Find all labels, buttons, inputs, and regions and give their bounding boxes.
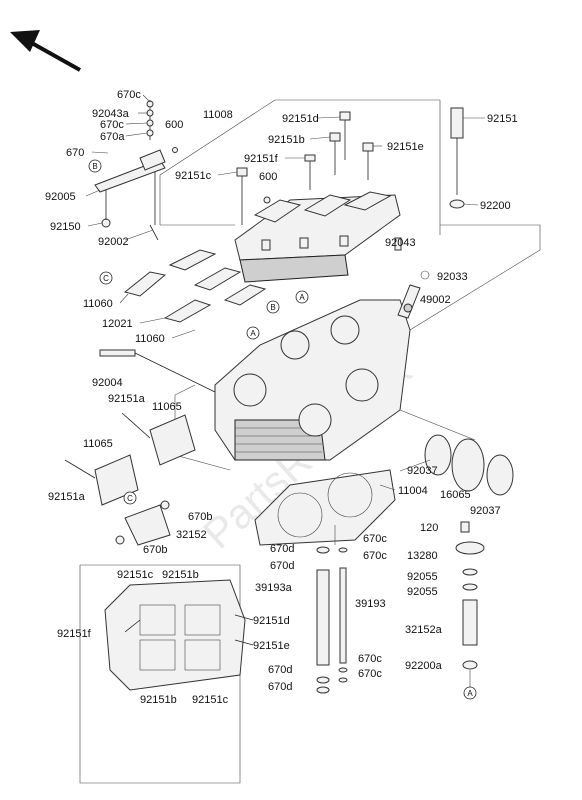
callout-label: 92200 (480, 200, 511, 212)
callout-label: 92150 (50, 221, 81, 233)
callout-label: 92055 (407, 586, 438, 598)
callout-label: 92151c (192, 694, 229, 706)
callout-label: 670c (358, 653, 382, 665)
callout-label: 39193a (255, 582, 293, 594)
callout-label: 670b (188, 511, 212, 523)
marker-b-1: B (88, 159, 102, 173)
callout-label: 670c (358, 668, 382, 680)
callout-label: 16065 (440, 489, 471, 501)
svg-text:C: C (103, 274, 109, 283)
callout-label: 92043 (385, 237, 416, 249)
callout-label: 92005 (45, 191, 76, 203)
callout-label: 92037 (470, 505, 501, 517)
callout-label: 670 (66, 147, 84, 159)
callout-label: 92043a (92, 108, 130, 120)
side-covers (64, 412, 196, 546)
callout-label: 670c (117, 89, 141, 101)
callout-label: 92151b (268, 134, 305, 146)
cylinder-head-cover (159, 99, 441, 283)
callout-label: 92151b (140, 694, 177, 706)
callout-label: 11065 (152, 401, 182, 413)
svg-text:B: B (92, 162, 97, 171)
marker-a-1: A (295, 290, 309, 304)
callout-label: 92200a (405, 660, 443, 672)
cylinder-head (99, 224, 541, 471)
callout-label: 11065 (83, 438, 113, 450)
marker-c-2: C (123, 491, 137, 505)
head-gasket (254, 469, 396, 546)
callout-label: 92151a (48, 491, 86, 503)
callout-label: 92151e (253, 640, 290, 652)
callout-label: 92151d (253, 615, 290, 627)
callout-label: 32152 (176, 529, 207, 541)
front-direction-arrow-icon (10, 30, 81, 72)
long-bolt-and-washer (439, 107, 465, 235)
svg-text:A: A (299, 293, 305, 302)
callout-label: 670c (363, 550, 387, 562)
callout-label: 11060 (135, 333, 165, 345)
callout-label: 600 (259, 171, 277, 183)
callout-label: 92151b (162, 569, 199, 581)
leader-lines (85, 94, 485, 491)
svg-text:C: C (127, 494, 133, 503)
callout-label: 670d (270, 560, 294, 572)
callout-label: 13280 (407, 550, 438, 562)
callout-label: 92151 (487, 113, 518, 125)
callout-label: 92033 (437, 271, 468, 283)
callout-label: 11004 (398, 485, 428, 497)
callout-label: 92151f (57, 628, 92, 640)
callout-label: 670b (143, 544, 167, 556)
rocker-arm-assembly (94, 100, 178, 241)
callout-label: 49002 (420, 294, 451, 306)
torque-sequence-inset (79, 564, 254, 784)
callout-label: 92151e (387, 141, 424, 153)
oil-pipe-fitting-stack (455, 521, 485, 688)
callout-label: 92151a (108, 393, 146, 405)
intake-holders (424, 434, 514, 496)
svg-text:B: B (270, 303, 275, 312)
callout-label: 92004 (92, 377, 123, 389)
callout-label: 92151d (282, 113, 319, 125)
callout-label: 92151c (175, 170, 212, 182)
callout-label: 92151f (244, 153, 279, 165)
marker-b-2: B (266, 300, 280, 314)
callout-label: 92002 (98, 236, 129, 248)
callout-label: 39193 (355, 598, 386, 610)
callout-label: 600 (165, 119, 183, 131)
callout-label: 32152a (405, 624, 443, 636)
callout-label: 670c (100, 119, 124, 131)
callout-label: 670d (268, 664, 292, 676)
callout-label: 670d (268, 681, 292, 693)
oil-pipes (316, 525, 348, 694)
callout-label: 670c (363, 533, 387, 545)
callout-label: 11008 (203, 109, 233, 121)
callout-label: 670a (100, 131, 125, 143)
cam-chain-guide-and-clip (397, 270, 430, 319)
svg-text:A: A (467, 689, 473, 698)
callout-label: 11060 (83, 298, 113, 310)
callout-label: 670d (270, 543, 294, 555)
callout-label: 92151c (117, 569, 154, 581)
svg-text:A: A (250, 329, 256, 338)
gasket-set (123, 249, 267, 323)
callout-label: 92055 (407, 571, 438, 583)
marker-a-3: A (463, 686, 477, 700)
callout-label: 120 (420, 522, 438, 534)
marker-c-1: C (99, 271, 113, 285)
callout-label: 12021 (102, 318, 133, 330)
callout-label: 92037 (407, 465, 438, 477)
marker-a-2: A (246, 326, 260, 340)
